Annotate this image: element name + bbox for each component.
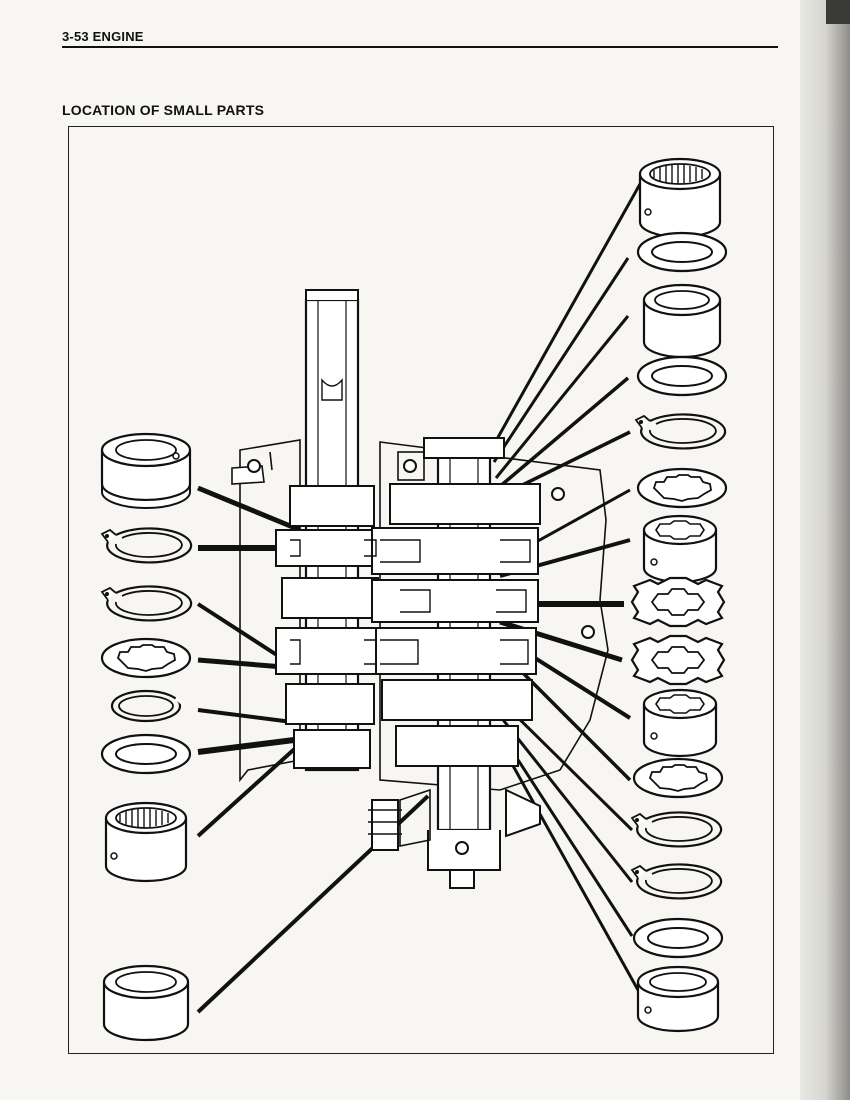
needle-bearing-icon <box>638 157 722 239</box>
transmission-assembly <box>231 289 609 889</box>
page-header-label: 3-53 ENGINE <box>62 29 144 44</box>
right-parts <box>630 157 728 1033</box>
section-title: LOCATION OF SMALL PARTS <box>62 102 265 118</box>
left-parts <box>100 432 193 1042</box>
figure-frame <box>68 126 774 1054</box>
page-spine <box>800 0 850 1100</box>
bushing-icon <box>100 432 192 509</box>
lock-washer-icon <box>630 634 726 686</box>
needle-bearing-icon <box>104 801 188 883</box>
bushing-icon <box>102 964 190 1042</box>
page-corner-shadow <box>826 0 850 24</box>
bushing-icon <box>642 283 722 359</box>
spline-bushing-icon <box>642 514 718 584</box>
spline-bushing-icon <box>642 688 718 758</box>
lock-washer-icon <box>630 576 726 628</box>
bushing-icon <box>636 965 720 1033</box>
page-header: 3-53 ENGINE <box>62 29 778 48</box>
